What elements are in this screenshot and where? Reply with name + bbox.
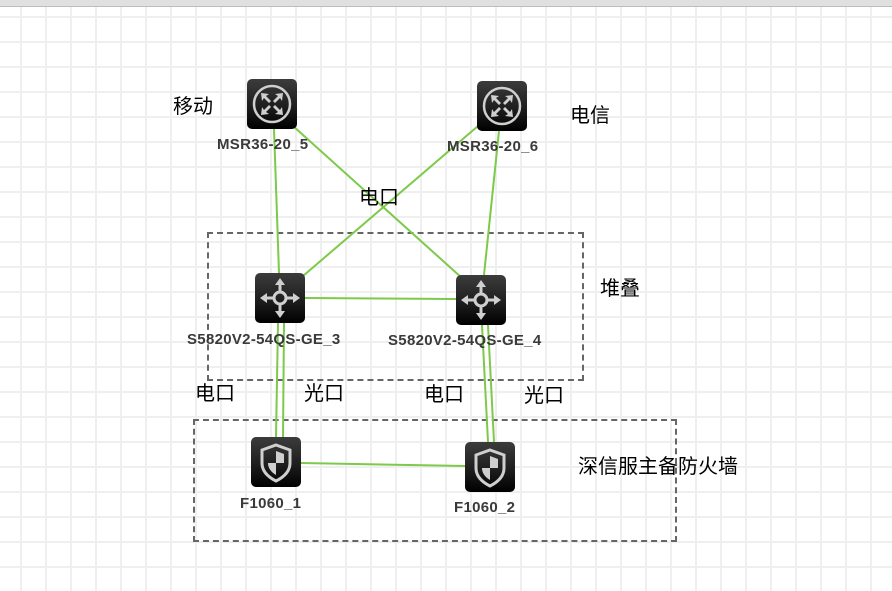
link-s3-f1-a[interactable] bbox=[275, 322, 279, 438]
shield-icon bbox=[260, 443, 292, 483]
link-s3-s4[interactable] bbox=[304, 297, 457, 300]
switch-node-s5820v2-3[interactable] bbox=[255, 273, 305, 323]
group-label-firewall: 深信服主备防火墙 bbox=[578, 454, 738, 478]
annotation-mobile-isp: 移动 bbox=[173, 94, 213, 118]
switch-label-s5820v2-4: S5820V2-54QS-GE_4 bbox=[388, 332, 542, 349]
annotation-uplink-copper: 电口 bbox=[359, 185, 399, 209]
link-f1-f2[interactable] bbox=[300, 462, 466, 467]
switch-node-s5820v2-4[interactable] bbox=[456, 275, 506, 325]
link-r5-s3[interactable] bbox=[273, 128, 280, 274]
router-node-msr36-20-6[interactable] bbox=[477, 81, 527, 131]
annotation-s4-copper: 电口 bbox=[424, 382, 464, 406]
router-icon bbox=[252, 84, 292, 124]
switch-icon bbox=[260, 278, 300, 318]
annotation-s3-fiber: 光口 bbox=[304, 381, 344, 405]
switch-label-s5820v2-3: S5820V2-54QS-GE_3 bbox=[187, 331, 341, 348]
router-node-msr36-20-5[interactable] bbox=[247, 79, 297, 129]
link-r6-s3[interactable] bbox=[302, 125, 479, 277]
link-s4-f2-a[interactable] bbox=[481, 324, 489, 443]
window-top-bar bbox=[0, 0, 892, 7]
link-r6-s4[interactable] bbox=[483, 130, 500, 276]
router-label-msr36-20-5: MSR36-20_5 bbox=[217, 136, 309, 153]
firewall-label-f1060-1: F1060_1 bbox=[240, 495, 302, 512]
link-r5-s4[interactable] bbox=[292, 125, 463, 279]
firewall-label-f1060-2: F1060_2 bbox=[454, 499, 516, 516]
shield-icon bbox=[474, 448, 506, 488]
link-s4-f2-b[interactable] bbox=[487, 324, 495, 443]
router-label-msr36-20-6: MSR36-20_6 bbox=[447, 138, 539, 155]
firewall-group-box[interactable] bbox=[193, 419, 677, 542]
annotation-s4-fiber: 光口 bbox=[524, 383, 564, 407]
switch-icon bbox=[461, 280, 501, 320]
stack-group-box[interactable] bbox=[207, 232, 584, 381]
group-label-stack: 堆叠 bbox=[600, 276, 640, 300]
firewall-node-f1060-1[interactable] bbox=[251, 437, 301, 487]
firewall-node-f1060-2[interactable] bbox=[465, 442, 515, 492]
annotation-telecom-isp: 电信 bbox=[570, 103, 610, 127]
annotation-s3-copper: 电口 bbox=[195, 381, 235, 405]
router-icon bbox=[482, 86, 522, 126]
link-s3-f1-b[interactable] bbox=[282, 322, 285, 438]
